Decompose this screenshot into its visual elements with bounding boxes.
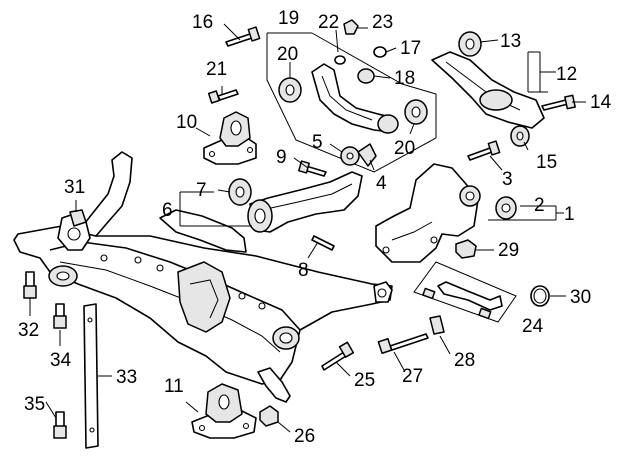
part-31 bbox=[69, 209, 87, 227]
bracket-19 bbox=[266, 32, 437, 173]
callout-9: 9 bbox=[276, 147, 287, 168]
callout-13: 13 bbox=[500, 31, 521, 52]
callout-19: 19 bbox=[278, 8, 299, 29]
washer-17 bbox=[373, 46, 387, 58]
callout-31: 31 bbox=[64, 177, 85, 198]
callout-8: 8 bbox=[298, 260, 309, 281]
callout-3: 3 bbox=[502, 169, 513, 190]
callout-20a: 20 bbox=[277, 44, 298, 65]
bracket-12-13 bbox=[527, 51, 556, 93]
callout-23: 23 bbox=[372, 12, 393, 33]
washer-22 bbox=[334, 55, 346, 65]
callout-20b: 20 bbox=[394, 138, 415, 159]
callout-7: 7 bbox=[196, 180, 207, 201]
callout-24: 24 bbox=[522, 316, 544, 337]
bushing-20a bbox=[278, 77, 302, 103]
subframe bbox=[13, 151, 393, 403]
bar-33 bbox=[83, 303, 99, 449]
knuckle bbox=[375, 163, 481, 263]
callout-14: 14 bbox=[590, 92, 612, 113]
callout-11: 11 bbox=[164, 376, 184, 397]
bushing-15 bbox=[510, 125, 530, 147]
bushing-5 bbox=[340, 146, 360, 166]
callout-34-bar: 33 bbox=[116, 367, 137, 388]
control-arm-19 bbox=[311, 63, 399, 134]
nut-18 bbox=[357, 68, 375, 84]
mount-11 bbox=[191, 383, 257, 439]
callout-27: 27 bbox=[402, 366, 423, 387]
leaders bbox=[29, 23, 586, 433]
nut-26 bbox=[259, 405, 279, 427]
callout-5: 5 bbox=[312, 132, 323, 153]
callout-28: 28 bbox=[454, 350, 475, 371]
callout-18: 18 bbox=[394, 68, 415, 89]
callout-30: 30 bbox=[570, 287, 591, 308]
lower-arm-12 bbox=[431, 51, 545, 129]
bracket-28 bbox=[429, 315, 445, 335]
callout-15: 15 bbox=[536, 152, 557, 173]
bushing-7 bbox=[228, 178, 252, 206]
callout-29: 29 bbox=[498, 240, 519, 261]
callout-10: 10 bbox=[176, 112, 197, 133]
bushing-2 bbox=[495, 196, 517, 220]
callout-26: 26 bbox=[294, 426, 315, 447]
mount-10 bbox=[203, 111, 257, 165]
callout-1: 1 bbox=[564, 204, 575, 225]
callout-4: 4 bbox=[376, 173, 387, 194]
callout-33: 34 bbox=[50, 350, 72, 371]
toe-link-24 bbox=[413, 261, 517, 323]
nut-29 bbox=[455, 239, 477, 259]
bracket-1-2 bbox=[488, 205, 564, 221]
callout-22: 22 bbox=[318, 12, 339, 33]
callouts: 1 2 3 4 5 6 7 8 9 10 11 12 13 14 15 16 1… bbox=[18, 8, 612, 447]
bracket-4 bbox=[357, 143, 377, 167]
ring-30 bbox=[530, 285, 550, 307]
upper-control-arm-6 bbox=[247, 171, 363, 233]
callout-35: 35 bbox=[24, 394, 45, 415]
callout-21: 21 bbox=[206, 59, 227, 80]
callout-12: 12 bbox=[556, 64, 577, 85]
callout-25: 25 bbox=[354, 370, 375, 391]
callout-16: 16 bbox=[192, 12, 213, 33]
bracket-6 bbox=[179, 191, 252, 227]
bushing-13 bbox=[458, 31, 482, 57]
nut-23 bbox=[343, 19, 359, 35]
bushing-20b bbox=[404, 99, 428, 125]
callout-6: 6 bbox=[162, 200, 173, 221]
callout-17: 17 bbox=[400, 38, 421, 59]
callout-2: 2 bbox=[534, 195, 545, 216]
callout-32: 32 bbox=[18, 320, 39, 341]
